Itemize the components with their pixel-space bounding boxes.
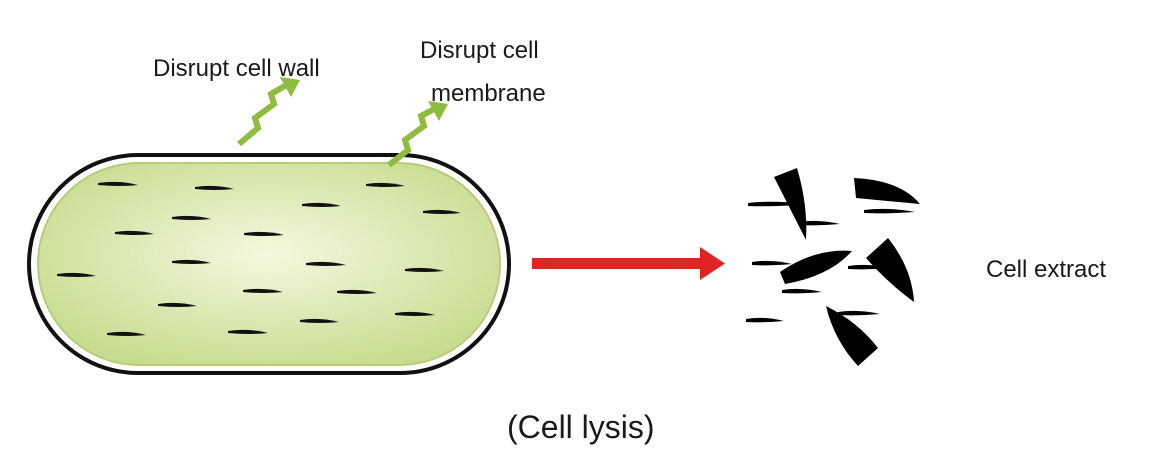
fragment (748, 201, 806, 207)
cell-fragments (746, 168, 920, 366)
content-dash (244, 231, 284, 236)
content-dash (57, 272, 96, 277)
content-dash (243, 288, 283, 293)
cell-contents (57, 181, 461, 336)
content-dash (107, 331, 146, 336)
fragment (746, 317, 784, 323)
caption: (Cell lysis) (507, 409, 655, 445)
zigzag-arrow-icon (387, 101, 448, 168)
fragment (838, 310, 880, 316)
bacterial-cell (27, 153, 511, 375)
fragment (798, 220, 840, 226)
content-dash (228, 329, 268, 334)
zigzag-arrow-icon (237, 77, 300, 147)
content-dash (306, 261, 346, 266)
content-dash (172, 259, 211, 264)
disrupt-membrane-label-line2: membrane (431, 80, 546, 107)
cell-extract-label: Cell extract (986, 256, 1106, 283)
fragment (782, 288, 822, 294)
fragment (864, 208, 915, 214)
fragment (752, 260, 792, 266)
zigzag-arrowhead (428, 101, 448, 121)
zigzag-arrowhead (280, 77, 300, 97)
content-dash (158, 302, 197, 307)
content-dash (172, 215, 211, 220)
zigzag-arrow-shaft (387, 105, 438, 168)
content-dash (337, 289, 377, 294)
content-dash (195, 185, 234, 190)
content-dash (395, 311, 435, 316)
content-dash (423, 209, 461, 214)
disrupt-wall-label: Disrupt cell wall (153, 55, 320, 82)
process-arrow-shaft (532, 258, 702, 269)
fragment (866, 238, 914, 302)
fragment (780, 250, 852, 284)
disrupt-membrane-label-line1: Disrupt cell (420, 37, 539, 64)
content-dash (300, 318, 339, 323)
right-arrow-icon (532, 247, 725, 280)
fragment (826, 306, 878, 366)
process-arrowhead (700, 247, 725, 280)
fragment (854, 178, 920, 204)
content-dash (115, 230, 154, 235)
content-dash (405, 267, 444, 272)
content-dash (98, 181, 138, 186)
cell-cytoplasm (37, 162, 501, 366)
zigzag-arrow-shaft (237, 81, 290, 147)
content-dash (366, 182, 405, 187)
content-dash (302, 202, 341, 207)
fragment (848, 264, 890, 270)
